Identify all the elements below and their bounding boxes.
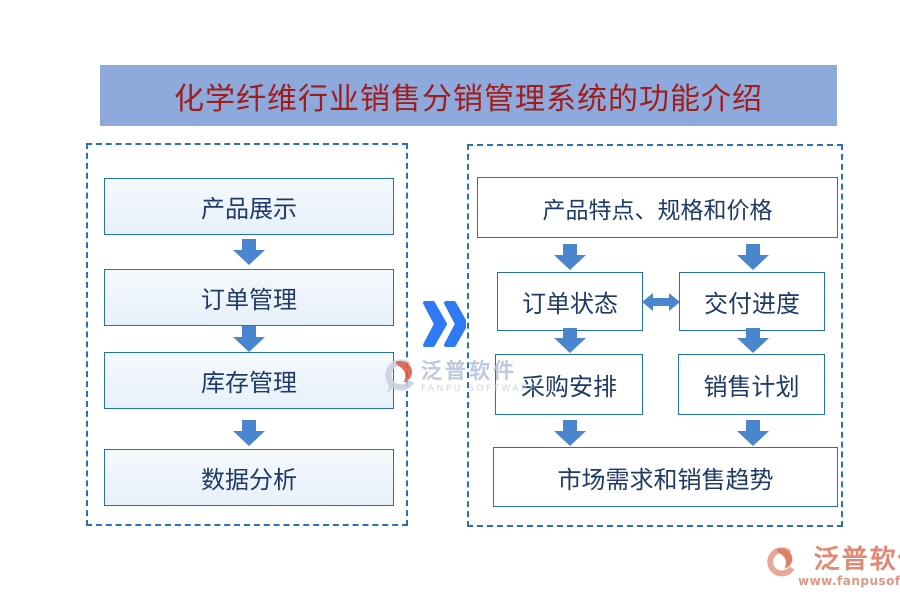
watermark-brand-text: 泛普软件: [813, 545, 900, 575]
right-flow-panel: [467, 144, 843, 527]
flow-box-sales-plan: 销售计划: [678, 354, 825, 415]
arrow-down-icon: [233, 420, 265, 446]
arrow-down-icon: [737, 420, 769, 446]
flow-box-inventory-management: 库存管理: [104, 352, 394, 409]
arrow-down-icon: [233, 239, 265, 265]
arrow-down-icon: [737, 328, 769, 353]
double-chevron-right-icon: [423, 301, 466, 347]
flow-box-order-management: 订单管理: [104, 269, 394, 326]
arrow-down-icon: [737, 244, 769, 270]
flow-box-data-analysis: 数据分析: [104, 449, 394, 506]
watermark-bottom-right: 泛普软件 www.fanpusoft.com: [766, 547, 900, 587]
fanpu-logo-icon: [767, 547, 795, 577]
arrow-down-icon: [554, 420, 586, 446]
arrow-down-icon: [554, 244, 586, 270]
flow-box-purchase-arrangement: 采购安排: [495, 354, 643, 415]
left-flow-panel: [86, 143, 408, 526]
title-banner: 化学纤维行业销售分销管理系统的功能介绍: [100, 65, 837, 126]
watermark-url-text: www.fanpusoft.com: [798, 574, 900, 588]
flow-box-market-demand-sales-trend: 市场需求和销售趋势: [493, 447, 838, 507]
flow-box-product-features-specs-price: 产品特点、规格和价格: [477, 177, 838, 238]
flow-box-product-display: 产品展示: [104, 178, 394, 235]
flow-box-delivery-progress: 交付进度: [679, 272, 825, 331]
arrow-down-icon: [554, 328, 586, 353]
flow-box-order-status: 订单状态: [497, 272, 643, 331]
page-title: 化学纤维行业销售分销管理系统的功能介绍: [174, 81, 763, 117]
double-arrow-horizontal-icon: [642, 293, 680, 311]
arrow-down-icon: [233, 326, 265, 352]
